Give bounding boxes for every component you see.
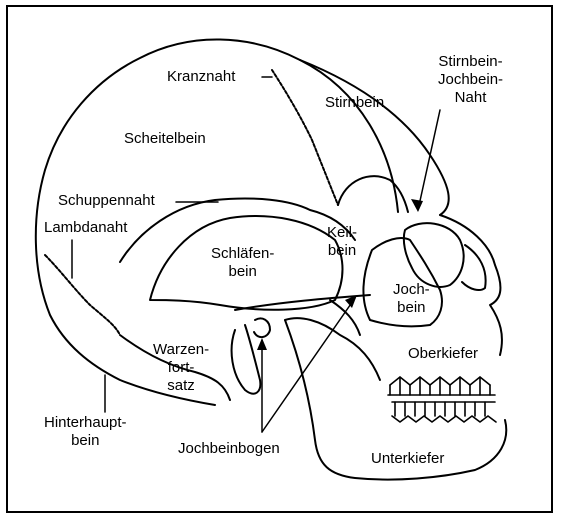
ear-canal [254, 318, 270, 337]
lambdoid-suture [45, 255, 120, 335]
label-warzenfortsatz-line2: fort- [153, 359, 209, 377]
label-stirnbein-jochbein-naht-line3: Naht [438, 89, 503, 107]
mandible-ramus [285, 318, 380, 380]
label-lambdanaht: Lambdanaht [44, 219, 127, 237]
label-stirnbein-jochbein-naht-line2: Jochbein- [438, 71, 503, 89]
coronal-suture [272, 70, 338, 205]
label-schlaefenbein-line2: bein [211, 263, 274, 281]
label-unterkiefer: Unterkiefer [371, 450, 444, 468]
lower-teeth [392, 402, 496, 422]
label-schuppennaht: Schuppennaht [58, 192, 155, 210]
label-schlaefenbein-line1: Schläfen- [211, 245, 274, 263]
label-hinterhauptbein: Hinterhaupt- bein [44, 414, 127, 450]
nasal-outline [462, 245, 486, 290]
label-jochbein: Joch- bein [393, 281, 430, 317]
label-jochbeinbogen: Jochbeinbogen [178, 440, 280, 458]
label-jochbein-line1: Joch- [393, 281, 430, 299]
label-warzenfortsatz: Warzen- fort- satz [153, 341, 209, 395]
label-hinterhauptbein-line2: bein [44, 432, 127, 450]
label-jochbein-line2: bein [393, 299, 430, 317]
label-hinterhauptbein-line1: Hinterhaupt- [44, 414, 127, 432]
label-warzenfortsatz-line1: Warzen- [153, 341, 209, 359]
label-scheitelbein: Scheitelbein [124, 130, 206, 148]
label-keilbein-line2: bein [327, 242, 357, 260]
label-warzenfortsatz-line3: satz [153, 377, 209, 395]
label-stirnbein-jochbein-naht: Stirnbein- Jochbein- Naht [438, 53, 503, 107]
label-keilbein: Keil- bein [327, 224, 357, 260]
leader-stirnbein-jochbein [418, 110, 440, 210]
forehead-outline [300, 60, 449, 215]
leader-jochbeinbogen-2 [262, 298, 355, 432]
coronoid [330, 300, 360, 335]
label-stirnbein: Stirnbein [325, 94, 384, 112]
label-oberkiefer: Oberkiefer [408, 345, 478, 363]
label-stirnbein-jochbein-naht-line1: Stirnbein- [438, 53, 503, 71]
label-keilbein-line1: Keil- [327, 224, 357, 242]
label-schlaefenbein: Schläfen- bein [211, 245, 274, 281]
arrowheads [257, 199, 423, 350]
label-kranznaht: Kranznaht [167, 68, 235, 86]
upper-teeth [388, 377, 495, 395]
